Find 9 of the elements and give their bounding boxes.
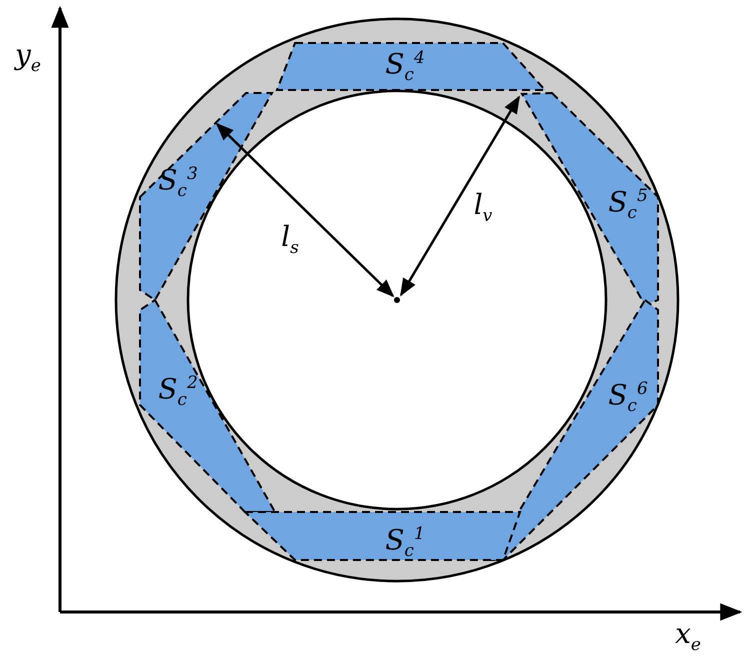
- dimension-label: l$_{v}$: [474, 191, 492, 225]
- axis-label: x$_{e}$: [675, 620, 701, 654]
- ring-segment: [488, 298, 659, 561]
- ring-segment: [139, 92, 274, 302]
- dimension-label: l$_{s}$: [281, 223, 299, 257]
- axis-label: y$_{e}$: [15, 41, 41, 75]
- ring-segment: [276, 42, 548, 91]
- ring-segment: [139, 298, 277, 513]
- ring-segment: [242, 511, 522, 561]
